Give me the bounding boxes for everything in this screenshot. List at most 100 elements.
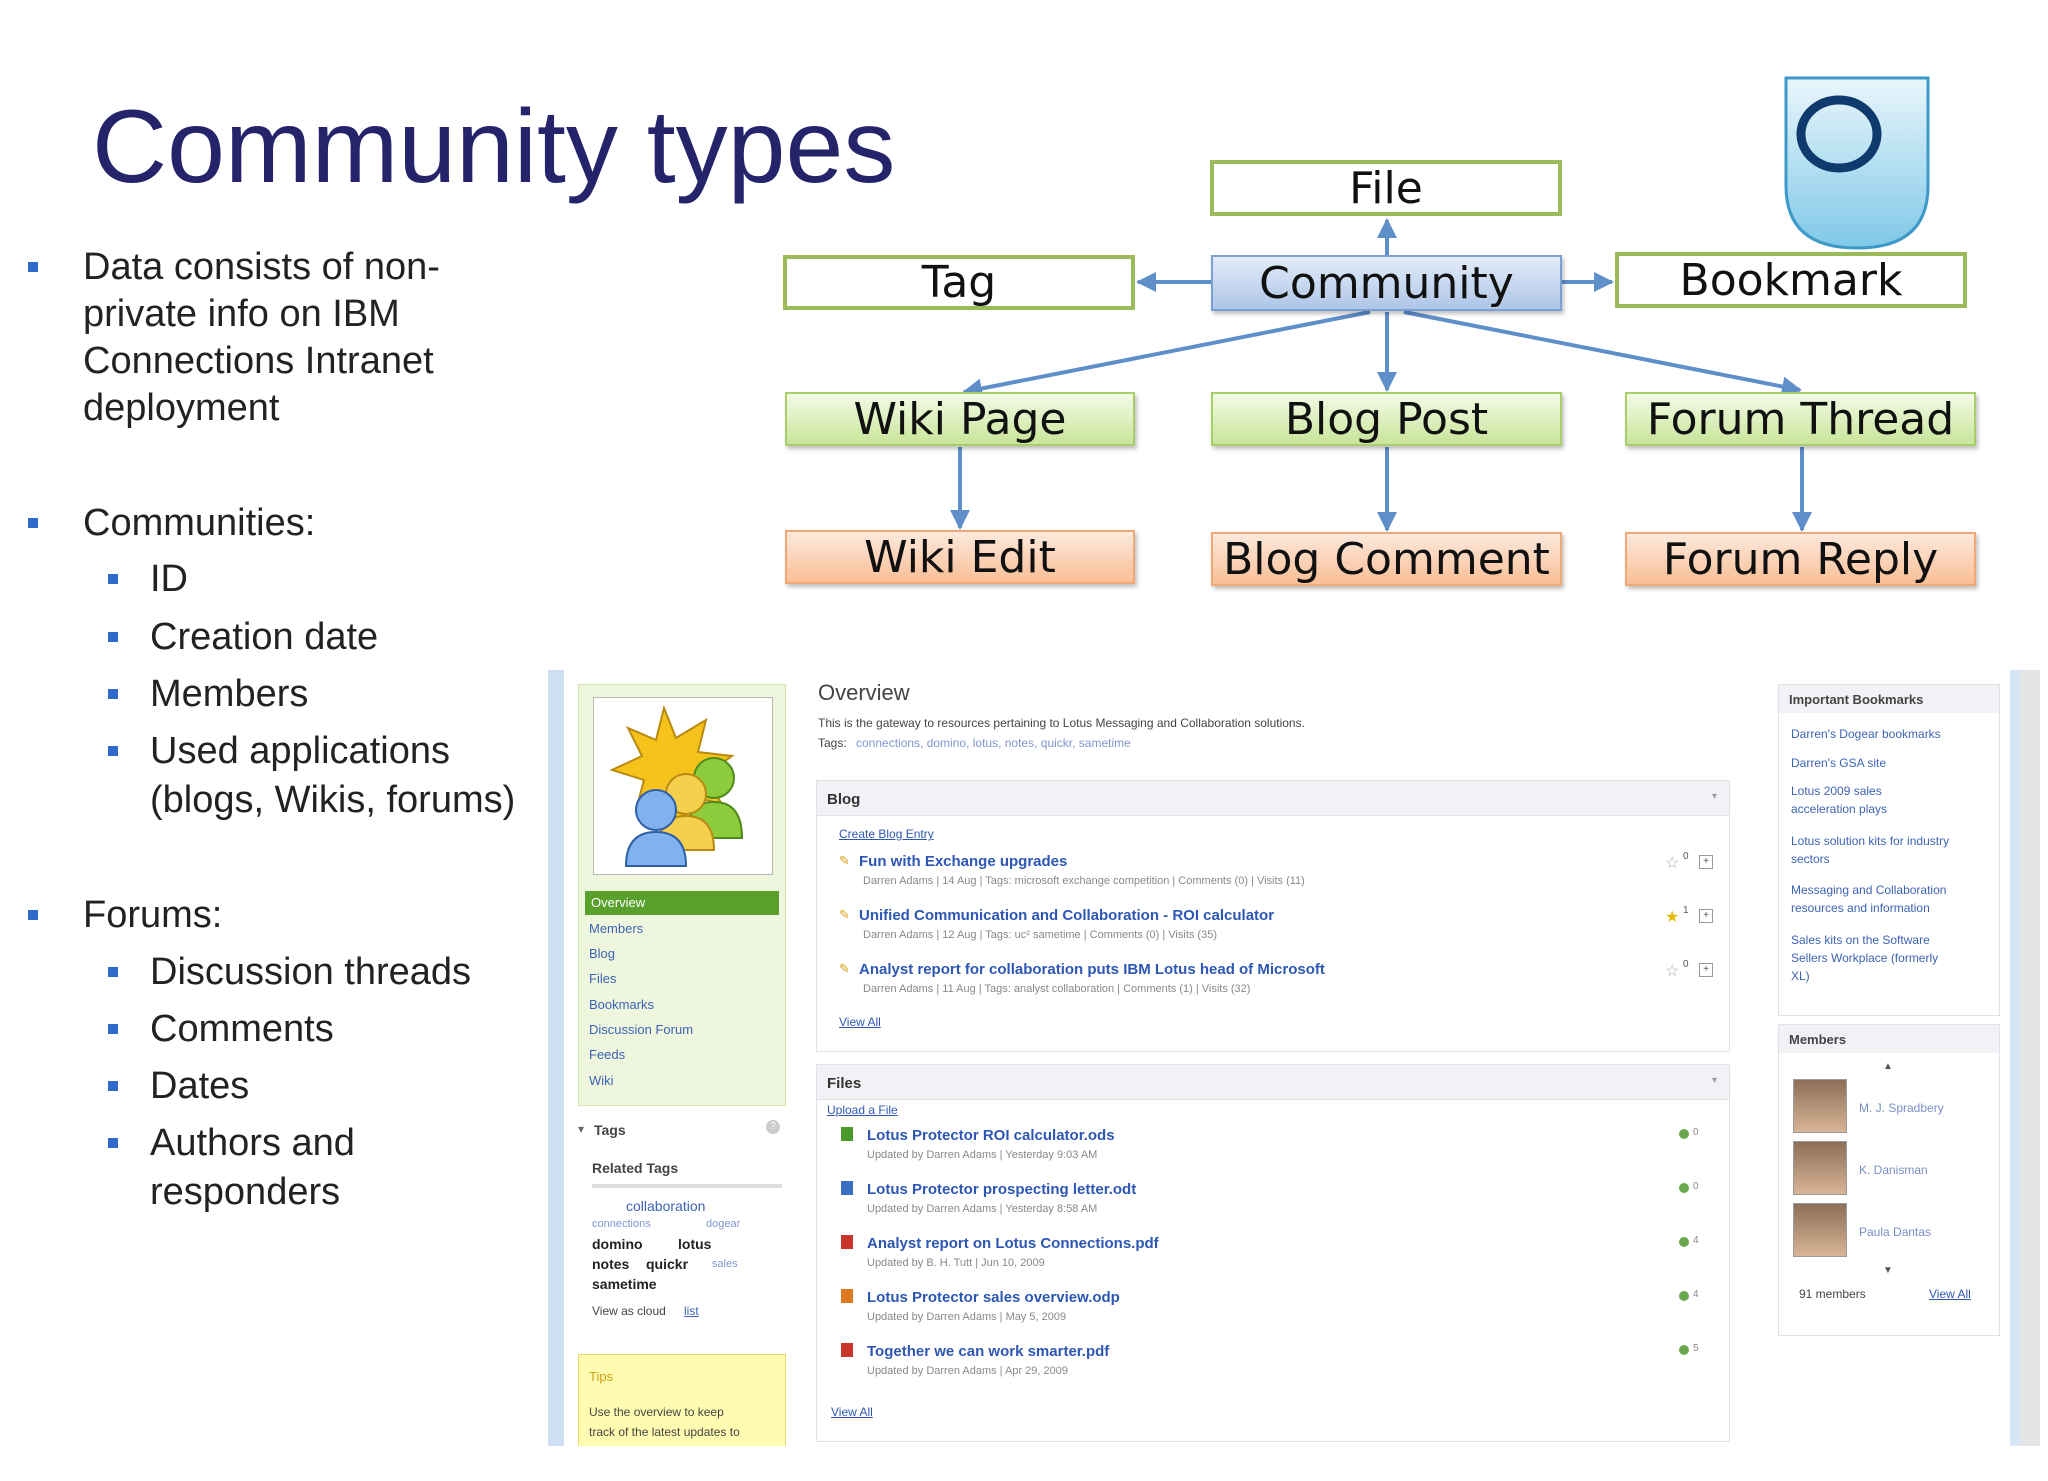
presentation-file-icon — [841, 1289, 853, 1303]
bullet-marker — [28, 518, 38, 528]
upload-file-link[interactable]: Upload a File — [827, 1103, 898, 1117]
scroll-up-icon[interactable]: ▲ — [1883, 1061, 1893, 1072]
bullet-marker — [108, 689, 118, 699]
nav-item-files[interactable]: Files — [589, 971, 617, 986]
scroll-down-icon[interactable]: ▼ — [1883, 1265, 1893, 1276]
rating-star-icon[interactable]: ★ — [1665, 909, 1680, 926]
expand-icon[interactable]: + — [1699, 909, 1713, 923]
blog-entry-title[interactable]: Fun with Exchange upgrades — [859, 853, 1068, 870]
nav-item-feeds[interactable]: Feeds — [589, 1047, 626, 1062]
collapse-triangle-icon[interactable]: ▾ — [578, 1122, 585, 1136]
node-wiki-page: Wiki Page — [785, 392, 1135, 446]
tag-slider[interactable] — [592, 1184, 782, 1188]
file-entry-title[interactable]: Lotus Protector prospecting letter.odt — [867, 1181, 1137, 1198]
file-entry-meta: Updated by B. H. Tutt | Jun 10, 2009 — [867, 1257, 1045, 1269]
tag-connections[interactable]: connections — [592, 1218, 651, 1230]
node-community: Community — [1211, 255, 1562, 311]
file-download-count: 0 — [1693, 1127, 1699, 1138]
nav-item-wiki[interactable]: Wiki — [589, 1073, 614, 1088]
nav-item-overview[interactable]: Overview — [585, 891, 779, 915]
bullet-line: private info on IBM — [83, 293, 400, 335]
nav-item-discussion-forum[interactable]: Discussion Forum — [589, 1022, 694, 1037]
tag-collaboration[interactable]: collaboration — [626, 1198, 706, 1214]
members-panel-title: Members — [1789, 1032, 1847, 1047]
expand-icon[interactable]: + — [1699, 855, 1713, 869]
bookmark-link[interactable]: Darren's GSA site — [1791, 756, 1886, 770]
file-entry-title[interactable]: Together we can work smarter.pdf — [867, 1343, 1110, 1360]
pdf-file-icon — [841, 1235, 853, 1249]
sub-bullet-authors: Authors and responders — [108, 1119, 355, 1217]
download-icon[interactable] — [1679, 1237, 1689, 1247]
blog-entry-icon: ✎ — [839, 907, 850, 922]
nav-item-members[interactable]: Members — [589, 921, 644, 936]
download-icon[interactable] — [1679, 1291, 1689, 1301]
rating-star-icon[interactable]: ☆ — [1665, 963, 1680, 980]
view-as-list-link[interactable]: list — [684, 1304, 699, 1318]
file-download-count: 0 — [1693, 1181, 1699, 1192]
bullet-line: Data consists of non- — [83, 246, 440, 288]
bookmark-link[interactable]: Darren's Dogear bookmarks — [1791, 727, 1941, 741]
member-count: 91 members — [1799, 1287, 1866, 1301]
tag-lotus[interactable]: lotus — [678, 1236, 712, 1252]
arrow-community-wiki-page — [962, 310, 1371, 399]
download-icon[interactable] — [1679, 1129, 1689, 1139]
blog-view-all-link[interactable]: View All — [839, 1015, 881, 1029]
rating-star-icon[interactable]: ☆ — [1665, 855, 1680, 872]
file-entry-meta: Updated by Darren Adams | Yesterday 9:03… — [867, 1149, 1098, 1161]
tag-sametime[interactable]: sametime — [592, 1276, 657, 1292]
avatar[interactable] — [1793, 1079, 1847, 1133]
member-name[interactable]: Paula Dantas — [1859, 1225, 1932, 1239]
members-view-all-link[interactable]: View All — [1929, 1287, 1971, 1301]
tag-quickr[interactable]: quickr — [646, 1256, 689, 1272]
bullet-forums: Forums: — [28, 892, 222, 939]
screenshot-scrollbar[interactable] — [2020, 670, 2040, 1446]
blog-entry-title[interactable]: Analyst report for collaboration puts IB… — [859, 961, 1325, 978]
expand-icon[interactable]: + — [1699, 963, 1713, 977]
overview-title: Overview — [818, 680, 910, 705]
tag-notes[interactable]: notes — [592, 1256, 630, 1272]
blog-entry-meta: Darren Adams | 11 Aug | Tags: analyst co… — [863, 983, 1251, 995]
members-panel: Members ▲ M. J. Spradbery K. Danisman Pa… — [1778, 1024, 2000, 1336]
section-menu-icon[interactable]: ▾ — [1711, 791, 1717, 802]
tags-panel: ▾ Tags ? Related Tags collaboration conn… — [578, 1110, 784, 1340]
nav-item-bookmarks[interactable]: Bookmarks — [589, 997, 655, 1012]
member-name[interactable]: K. Danisman — [1859, 1163, 1928, 1177]
blog-entry-title[interactable]: Unified Communication and Collaboration … — [859, 907, 1275, 924]
spreadsheet-file-icon — [841, 1127, 853, 1141]
tips-title: Tips — [589, 1369, 614, 1384]
section-menu-icon[interactable]: ▾ — [1711, 1075, 1717, 1086]
file-entry-title[interactable]: Analyst report on Lotus Connections.pdf — [867, 1235, 1159, 1252]
open-university-logo — [1784, 76, 1930, 250]
tips-line: track of the latest updates to — [589, 1425, 740, 1439]
nav-item-blog[interactable]: Blog — [589, 946, 616, 961]
node-blog-comment: Blog Comment — [1211, 532, 1562, 586]
member-name[interactable]: M. J. Spradbery — [1859, 1101, 1944, 1115]
tag-dogear[interactable]: dogear — [706, 1218, 741, 1230]
node-wiki-edit: Wiki Edit — [785, 530, 1135, 584]
download-icon[interactable] — [1679, 1345, 1689, 1355]
overview-description: This is the gateway to resources pertain… — [818, 716, 1305, 730]
bookmarks-panel-header: Important Bookmarks — [1779, 685, 1999, 713]
bullet-communities: Communities: — [28, 500, 315, 547]
overview-tags[interactable]: connections, domino, lotus, notes, quick… — [856, 736, 1131, 750]
file-entry-title[interactable]: Lotus Protector sales overview.odp — [867, 1289, 1120, 1306]
download-icon[interactable] — [1679, 1183, 1689, 1193]
file-entry-title[interactable]: Lotus Protector ROI calculator.ods — [867, 1127, 1115, 1144]
tag-sales[interactable]: sales — [712, 1258, 738, 1270]
community-logo — [593, 697, 773, 875]
file-download-count: 4 — [1693, 1235, 1699, 1246]
help-icon[interactable]: ? — [766, 1120, 780, 1134]
files-view-all-link[interactable]: View All — [831, 1405, 873, 1419]
arrow-community-forum-thread — [1403, 310, 1802, 397]
avatar[interactable] — [1793, 1203, 1847, 1257]
community-people-icon — [609, 704, 744, 867]
file-download-count: 5 — [1693, 1343, 1699, 1354]
document-file-icon — [841, 1181, 853, 1195]
avatar[interactable] — [1793, 1141, 1847, 1195]
tag-domino[interactable]: domino — [592, 1236, 643, 1252]
create-blog-entry-link[interactable]: Create Blog Entry — [839, 827, 934, 841]
